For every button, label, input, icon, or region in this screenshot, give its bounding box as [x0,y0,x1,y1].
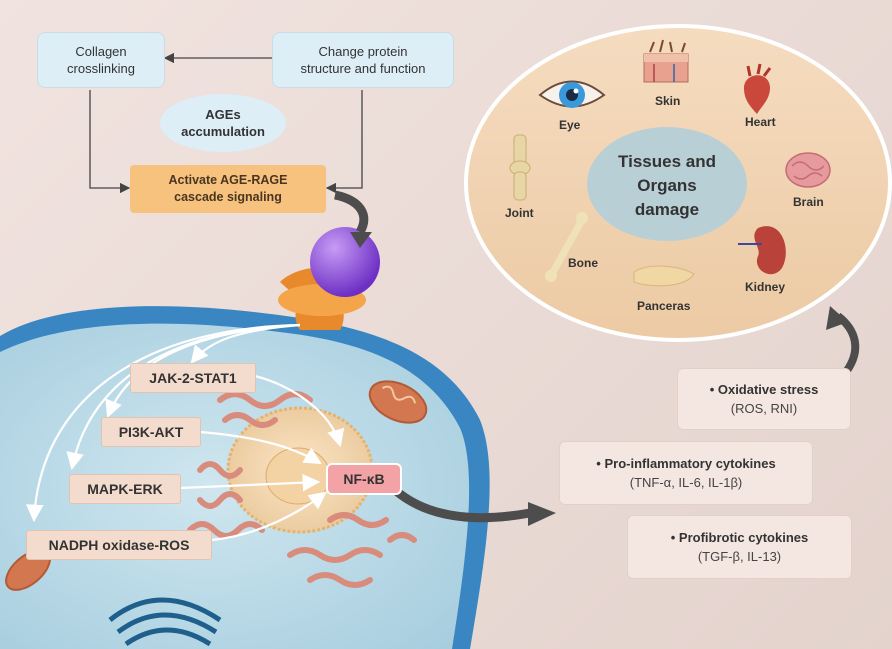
effect-title: • Profibrotic cytokines [670,530,809,545]
skin-icon [643,39,689,83]
effect-subtitle: (ROS, RNI) [730,401,798,416]
effect-oxidative-stress: • Oxidative stress (ROS, RNI) [677,368,851,430]
effect-proinflammatory: • Pro-inflammatory cytokines (TNF-α, IL-… [559,441,813,505]
effect-subtitle: (TNF-α, IL-6, IL-1β) [629,475,743,490]
organ-label-skin: Skin [655,94,681,108]
heart-icon [744,63,772,114]
brain-icon [785,152,831,188]
effect-profibrotic: • Profibrotic cytokines (TGF-β, IL-13) [627,515,852,579]
effect-title: • Pro-inflammatory cytokines [596,456,776,471]
collagen-crosslinking-box: Collagen crosslinking [37,32,165,88]
change-protein-box: Change protein structure and function [272,32,454,88]
organ-label-eye: Eye [559,118,581,132]
mitochondrion-1 [368,380,428,424]
age-ligand [310,227,380,297]
pancreas-icon [633,265,695,287]
effect-title: • Oxidative stress [709,382,819,397]
organ-label-joint: Joint [505,206,534,220]
endoplasmic-reticulum [187,391,417,588]
kidney-icon [738,226,786,275]
pathway-nadph-ros: NADPH oxidase-ROS [26,530,212,560]
pathway-jak2-stat1: JAK-2-STAT1 [130,363,256,393]
organ-label-heart: Heart [745,115,776,129]
nfkb-box: NF-κB [326,463,402,495]
organ-label-pancreas: Panceras [637,299,691,313]
arrow-to-effects [392,486,531,523]
organs-center-label: Tissues and Organs damage [618,152,716,219]
organ-center-ellipse [587,127,747,241]
organ-label-kidney: Kidney [745,280,786,294]
arrow-to-receptor [333,190,369,235]
golgi-apparatus [108,597,222,647]
organ-label-bone: Bone [568,256,598,270]
bone-icon [545,212,588,282]
pathway-mapk-erk: MAPK-ERK [69,474,181,504]
joint-icon [509,134,531,201]
effect-subtitle: (TGF-β, IL-13) [697,549,782,564]
eye-icon [538,80,606,108]
ages-accumulation: AGEs accumulation [160,94,286,152]
organ-label-brain: Brain [793,195,824,209]
pathway-pi3k-akt: PI3K-AKT [101,417,201,447]
age-rage-box: Activate AGE-RAGE cascade signaling [130,165,326,213]
